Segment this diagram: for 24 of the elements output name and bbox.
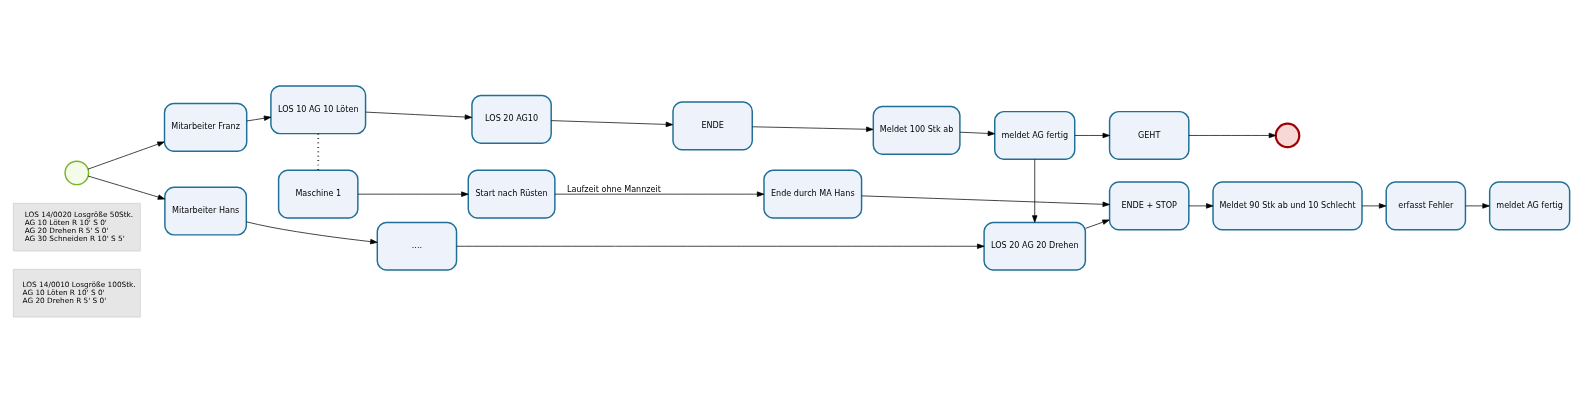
arrow [1188,132,1277,138]
node-circle [1274,122,1301,148]
node-box: LOS 14/0020 Losgröße 50Stk. AG 10 Löten R 10' S 0' AG 20 Drehen R 5' S 0' AG 30 Schneiden R 10' S 5' [13,202,141,251]
arrow [550,119,674,127]
arrow [357,191,469,197]
arrow [861,195,1110,207]
arrow [1188,202,1214,209]
arrow [246,220,378,244]
arrow [1074,132,1110,138]
arrow [1465,202,1490,209]
arrow [1085,219,1110,229]
arrow [87,141,165,170]
arrow [87,175,166,200]
node-box: LOS 14/0010 Losgröße 100Stk. AG 10 Löten R 10' S 0' AG 20 Drehen R 5' S 0' [13,268,141,317]
arrow [456,243,985,249]
connector [317,132,320,171]
arrow [752,125,874,132]
node-circle [64,159,90,185]
arrow [554,191,765,197]
arrow [1032,158,1038,223]
arrow [959,130,996,136]
arrow [365,111,473,120]
arrow [1361,202,1387,209]
arrow [246,115,272,121]
